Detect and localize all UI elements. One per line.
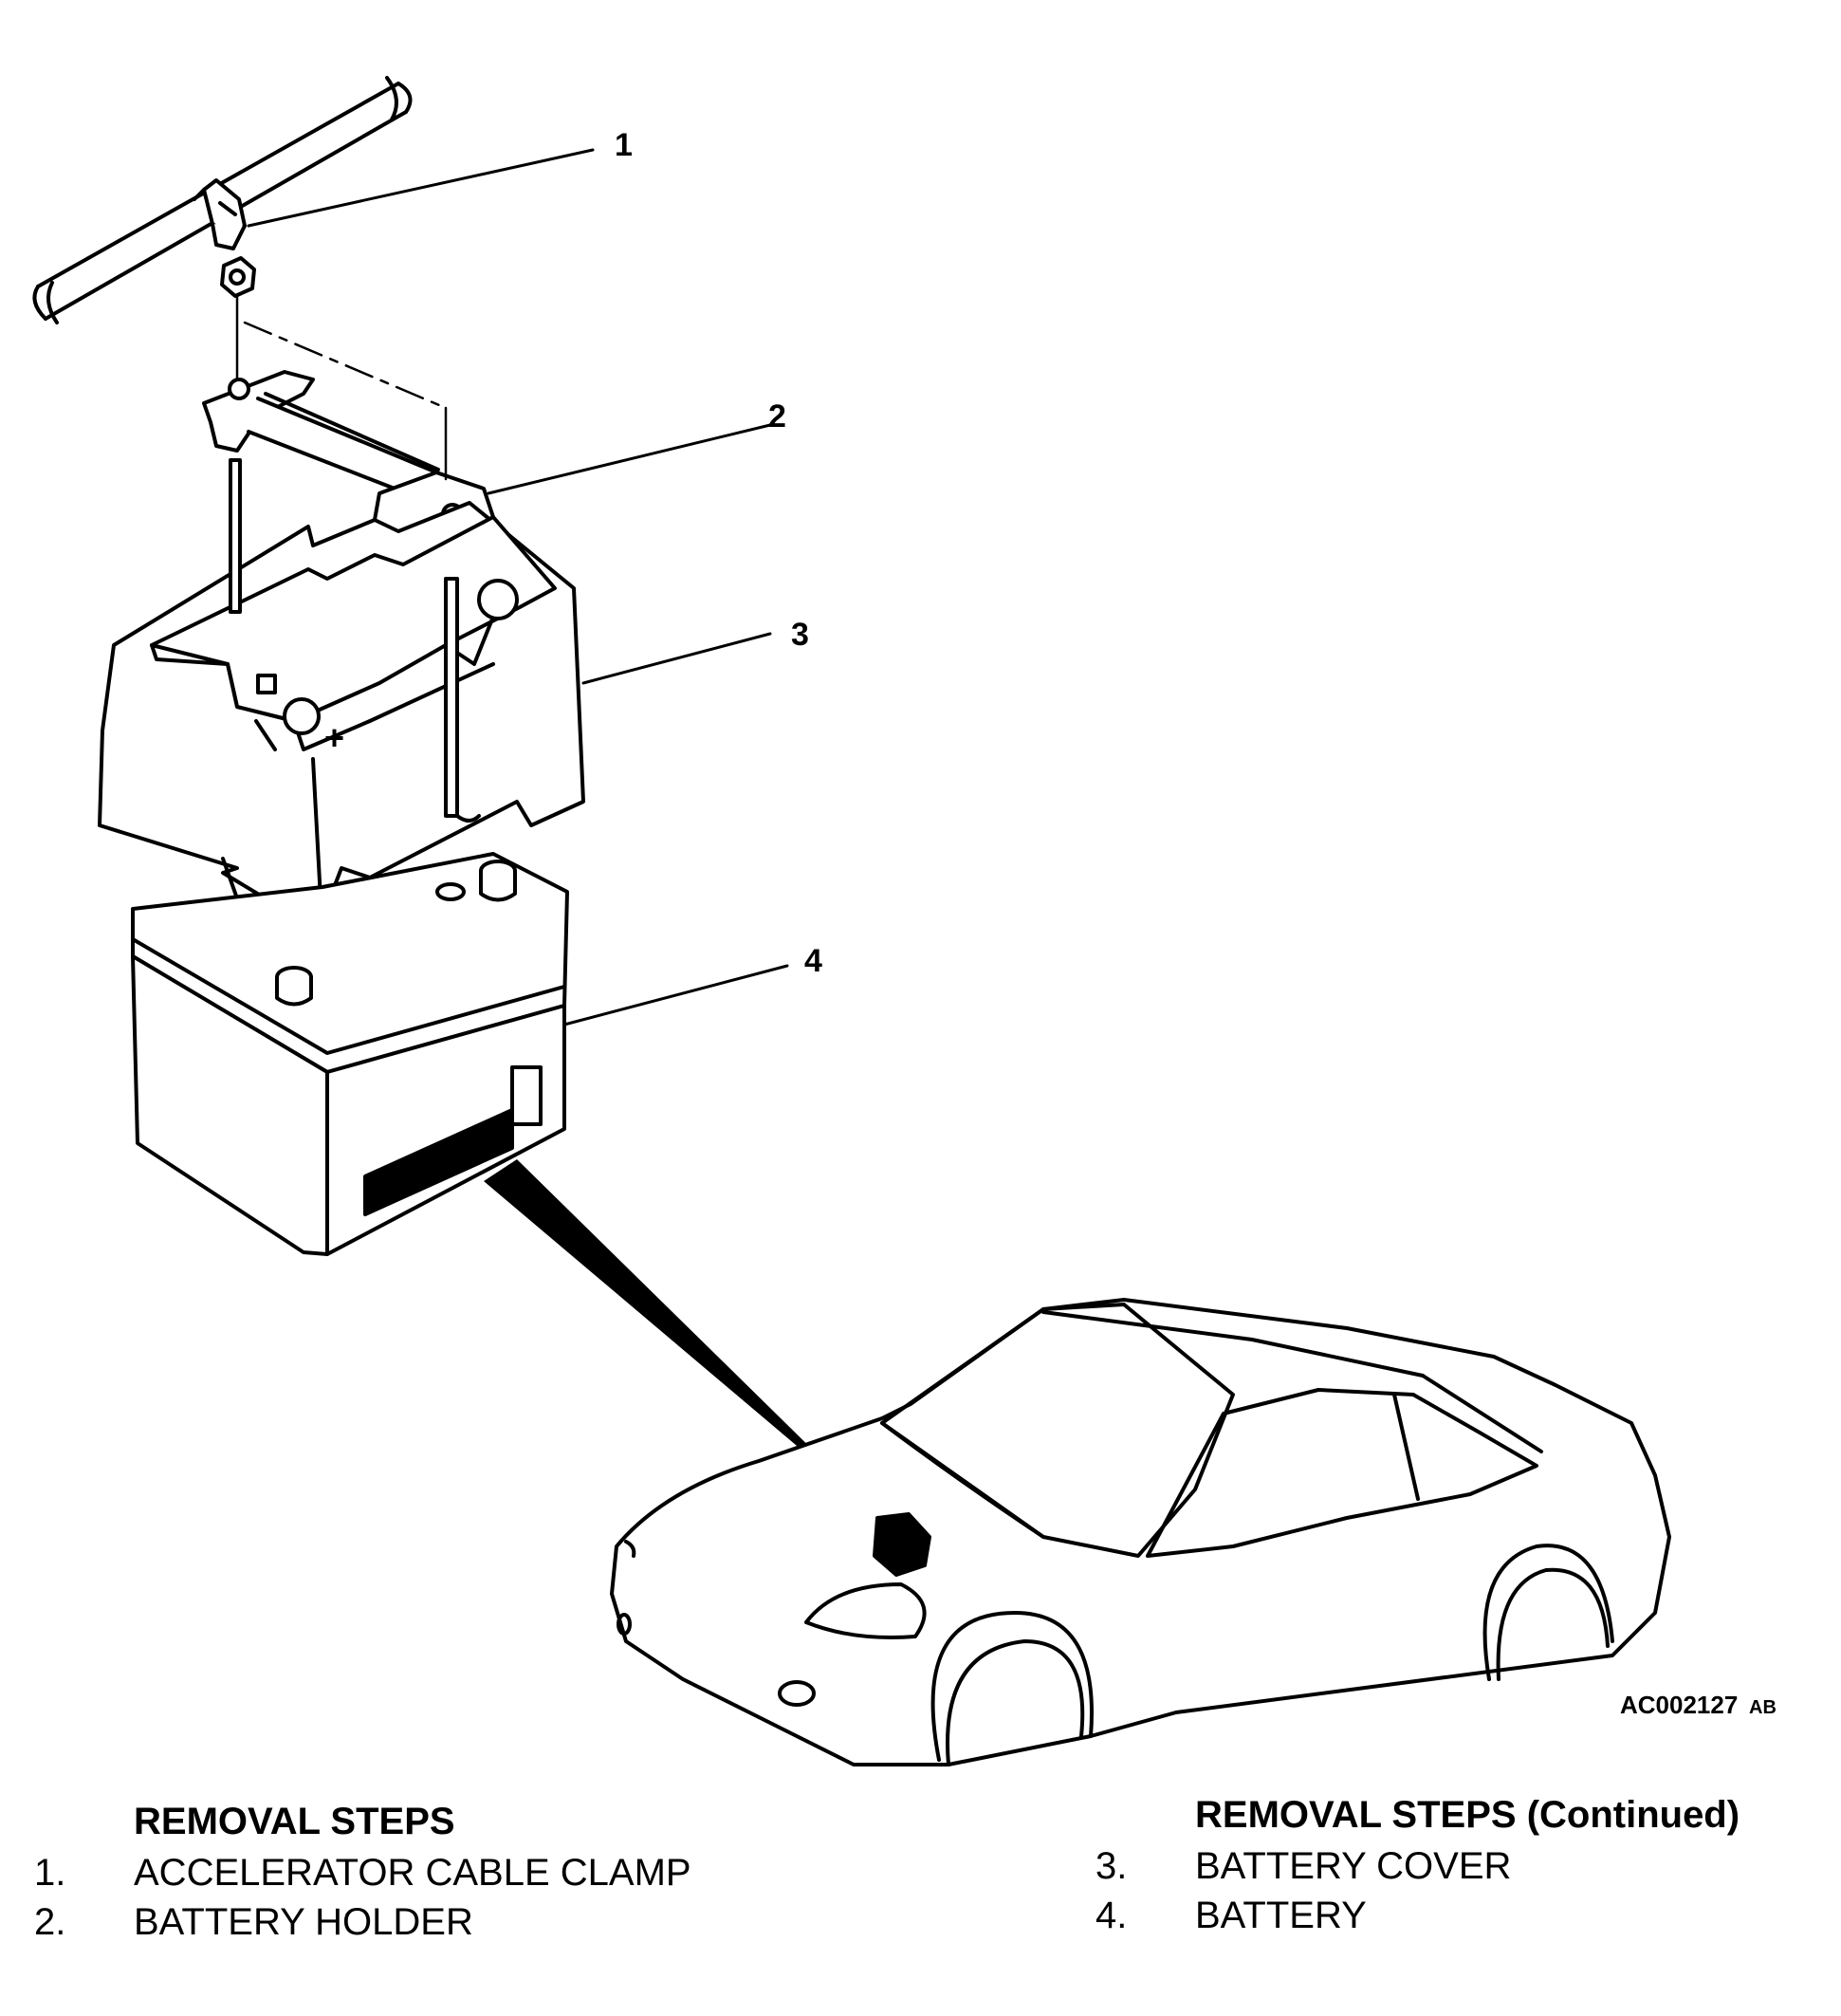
removal-steps-continued-title: REMOVAL STEPS (Continued) (1195, 1794, 1740, 1836)
callout-1: 1 (615, 127, 633, 163)
location-pointer (484, 1159, 882, 1518)
battery-part (131, 852, 789, 1256)
callout-2: 2 (768, 398, 786, 435)
battery-cover-part: + (98, 458, 772, 936)
step-item: 1. ACCELERATOR CABLE CLAMP (34, 1848, 888, 1897)
vehicle-outline (610, 1298, 1671, 1766)
figure-code: AC002127 (1620, 1691, 1738, 1719)
svg-text:+: + (324, 718, 344, 757)
step-label: ACCELERATOR CABLE CLAMP (134, 1852, 691, 1894)
step-number: 3. (1095, 1845, 1128, 1887)
step-label: BATTERY HOLDER (134, 1901, 473, 1943)
step-item: 2. BATTERY HOLDER (34, 1897, 888, 1947)
removal-steps-title: REMOVAL STEPS (134, 1801, 455, 1842)
step-label: BATTERY COVER (1195, 1845, 1512, 1887)
removal-steps-left: REMOVAL STEPS 1. ACCELERATOR CABLE CLAMP… (34, 1803, 888, 1947)
step-number: 1. (34, 1852, 66, 1894)
step-number: 2. (34, 1901, 66, 1943)
step-number: 4. (1095, 1895, 1128, 1936)
step-item: 4. BATTERY (1095, 1891, 1816, 1940)
step-label: BATTERY (1195, 1895, 1367, 1936)
callout-4: 4 (804, 943, 822, 979)
callout-3: 3 (791, 617, 809, 653)
accelerator-cable-clamp-part (32, 76, 595, 410)
removal-steps-right: REMOVAL STEPS (Continued) 3. BATTERY COV… (1095, 1796, 1816, 1940)
step-item: 3. BATTERY COVER (1095, 1841, 1816, 1891)
figure-code-suffix: AB (1749, 1697, 1777, 1718)
